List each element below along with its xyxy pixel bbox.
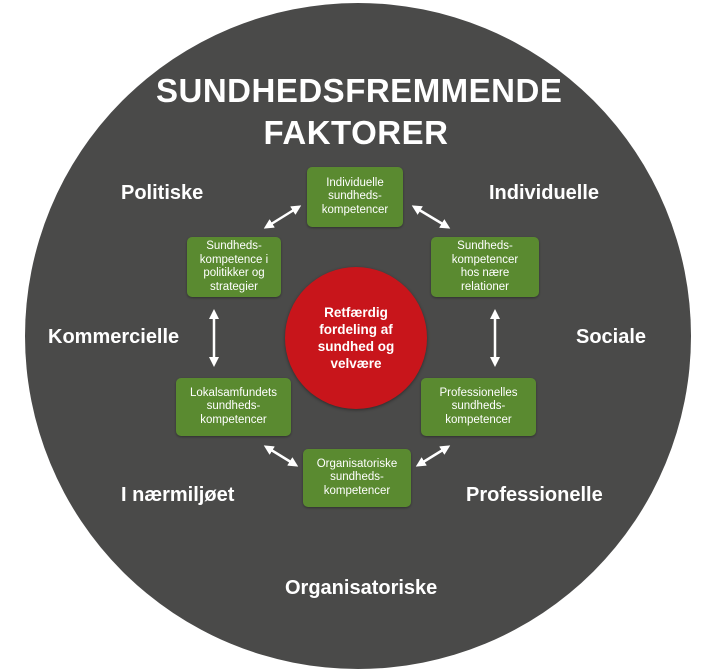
- box-line: Lokalsamfundets: [190, 386, 277, 399]
- box-line: Sundheds-: [457, 240, 513, 252]
- box-line: sundheds-: [451, 400, 506, 413]
- box-line: Organisatoriske: [316, 457, 398, 470]
- double-arrow-icon: [411, 205, 451, 229]
- box-line: kompetencer: [200, 413, 267, 426]
- box-line: Individuelle: [326, 176, 384, 189]
- center-line: fordeling af: [319, 322, 393, 337]
- double-arrow-icon: [415, 445, 451, 467]
- box-line: strategier: [210, 280, 258, 293]
- box-line: relationer: [461, 280, 509, 293]
- diagram-title: SUNDHEDSFREMMENDE FAKTORER: [156, 70, 563, 154]
- factor-professionelle: Professionelle: [466, 484, 603, 506]
- title-line-2: FAKTORER: [263, 114, 449, 151]
- center-line: sundhed og: [317, 339, 395, 354]
- box-line: Professionelles: [439, 386, 518, 399]
- factor-individuelle: Individuelle: [489, 182, 600, 204]
- factor-kommercielle: Kommercielle: [48, 326, 180, 348]
- double-arrow-icon: [263, 445, 299, 467]
- factor-organisatoriske: Organisatoriske: [285, 577, 438, 599]
- box-line: kompetencer: [451, 253, 519, 266]
- box-line: hos nære: [460, 267, 510, 279]
- box-line: politikker og: [203, 267, 265, 279]
- box-line: sundheds-: [328, 190, 382, 203]
- box-naere-relationer: Sundheds- kompetencer hos nære relatione…: [431, 237, 539, 297]
- box-lokalsamfundets: Lokalsamfundets sundheds- kompetencer: [176, 378, 291, 436]
- center-line: velvære: [330, 356, 382, 371]
- factor-naermiljoet: I nærmiljøet: [121, 484, 235, 506]
- box-line: kompetencer: [445, 413, 512, 426]
- box-line: kompetence i: [199, 253, 269, 266]
- factor-politiske: Politiske: [121, 182, 204, 204]
- box-line: kompetencer: [323, 484, 391, 497]
- box-line: sundheds-: [330, 471, 384, 484]
- center-line: Retfærdig: [324, 305, 388, 320]
- center-circle: Retfærdig fordeling af sundhed og velvær…: [285, 267, 427, 409]
- factor-sociale: Sociale: [576, 326, 647, 348]
- box-politikker-strategier: Sundheds- kompetence i politikker og str…: [187, 237, 281, 297]
- box-line: kompetencer: [321, 203, 389, 216]
- box-professionelles: Professionelles sundheds- kompetencer: [421, 378, 536, 436]
- box-line: sundheds-: [206, 400, 261, 413]
- double-arrow-icon: [263, 205, 302, 229]
- title-line-1: SUNDHEDSFREMMENDE: [156, 72, 563, 109]
- box-organisatoriske: Organisatoriske sundheds- kompetencer: [303, 449, 411, 507]
- box-individuelle-kompetencer: Individuelle sundheds- kompetencer: [307, 167, 403, 227]
- box-line: Sundheds-: [206, 240, 262, 252]
